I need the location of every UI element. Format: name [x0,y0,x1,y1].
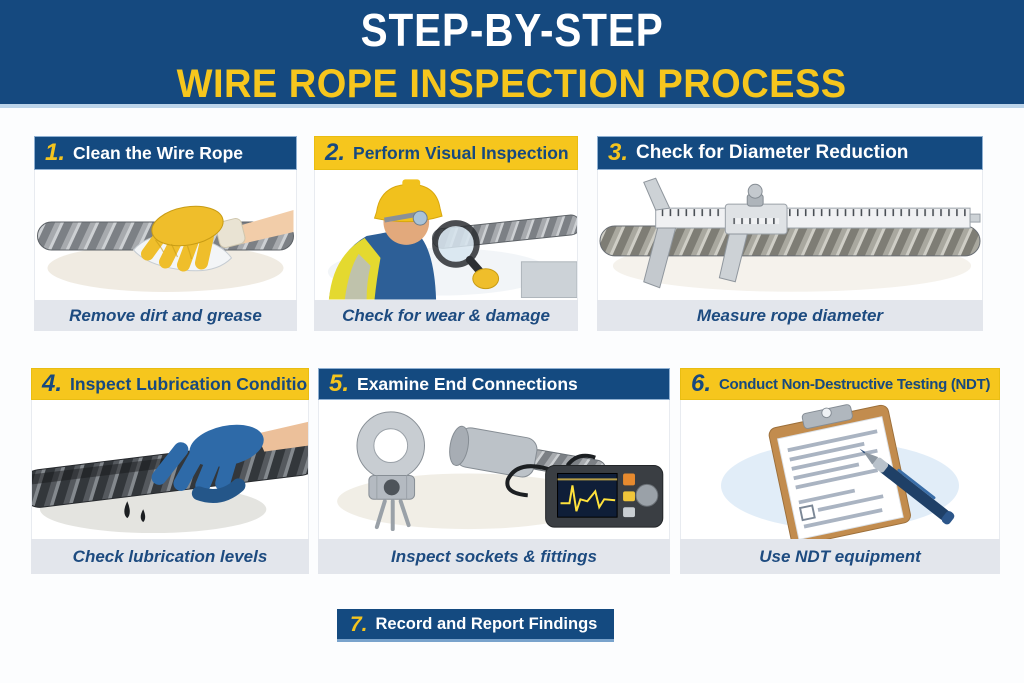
step-6-number: 6. [691,370,712,397]
step-4-number: 4. [42,370,63,397]
banner-subtitle: WIRE ROPE INSPECTION PROCESS [177,62,847,106]
step-2-caption: Check for wear & damage [314,300,578,331]
step-6-header: 6. Conduct Non-Destructive Testing (NDT) [680,368,1000,400]
step-7-number: 7. [350,612,368,636]
step-2-header: 2. Perform Visual Inspection [314,136,578,170]
main-banner: STEP-BY-STEP WIRE ROPE INSPECTION PROCES… [0,0,1024,108]
step-3-caption-text: Measure rope diameter [696,305,884,325]
lubrication-check-illustration [31,400,309,539]
step-6-caption-text: Use NDT equipment [759,546,921,566]
step-1-header: 1. Clean the Wire Rope [34,136,297,170]
step-1-caption-text: Remove dirt and grease [69,305,262,325]
ndt-clipboard-illustration [680,400,1000,539]
step-5-number: 5. [329,370,350,397]
step-3-number: 3. [608,139,629,166]
step-card-4: 4. Inspect Lubrication Condition [31,368,309,574]
step-6-title: Conduct Non-Destructive Testing (NDT) [719,375,991,393]
step-4-header: 4. Inspect Lubrication Condition [31,368,309,400]
step-3-caption: Measure rope diameter [597,300,983,331]
step-5-caption: Inspect sockets & fittings [318,539,670,574]
caliper-measurement-illustration [597,170,983,300]
step-6-caption: Use NDT equipment [680,539,1000,574]
step-card-2: 2. Perform Visual Inspection [314,136,578,331]
step-5-header: 5. Examine End Connections [318,368,670,400]
step-3-title: Check for Diameter Reduction [636,142,909,163]
step-1-number: 1. [45,139,66,166]
step-3-header: 3. Check for Diameter Reduction [597,136,983,170]
step-7-banner: 7. Record and Report Findings [337,609,614,642]
step-1-caption: Remove dirt and grease [34,300,297,331]
step-4-caption: Check lubrication levels [31,539,309,574]
step-5-caption-text: Inspect sockets & fittings [391,546,597,566]
visual-inspection-illustration [314,170,578,300]
step-2-number: 2. [325,139,346,166]
step-card-5: 5. Examine End Connections [318,368,670,574]
step-5-title: Examine End Connections [357,373,578,394]
step-4-caption-text: Check lubrication levels [72,546,268,566]
cleaning-rope-illustration [34,170,297,300]
step-4-title: Inspect Lubrication Condition [70,373,309,394]
end-connections-illustration [318,400,670,539]
step-2-caption-text: Check for wear & damage [342,305,550,325]
step-card-3: 3. Check for Diameter Reduction [597,136,983,331]
step-2-title: Perform Visual Inspection [353,142,569,163]
step-1-title: Clean the Wire Rope [73,142,244,163]
step-card-6: 6. Conduct Non-Destructive Testing (NDT) [680,368,1000,574]
step-7-title: Record and Report Findings [375,614,598,633]
banner-title: STEP-BY-STEP [360,4,664,56]
step-card-1: 1. Clean the Wire Rope Remove [34,136,297,331]
